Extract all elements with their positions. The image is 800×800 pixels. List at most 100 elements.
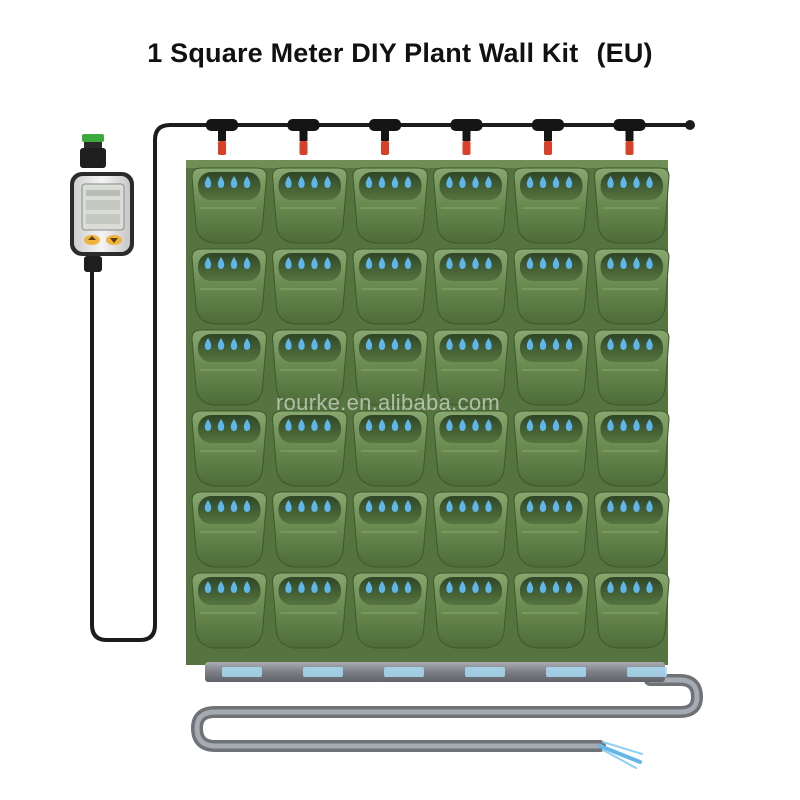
water-drop: [526, 257, 534, 269]
water-drop: [565, 257, 573, 269]
water-drop: [446, 176, 453, 188]
water-drop: [565, 338, 573, 350]
water-drop: [378, 419, 386, 431]
planter-pocket: [191, 491, 268, 568]
water-drop: [472, 176, 479, 188]
water-drop: [404, 176, 412, 188]
end-cap: [685, 120, 695, 130]
dripper: [532, 119, 564, 155]
water-drop: [311, 581, 318, 593]
planter-pocket: [191, 572, 268, 649]
water-drop: [552, 581, 560, 593]
water-drop: [217, 581, 225, 593]
planter-pocket: [432, 491, 509, 568]
dripper: [206, 119, 238, 155]
title-suffix: (EU): [596, 38, 653, 68]
top-drip-line: [206, 119, 646, 155]
water-drop: [446, 500, 453, 512]
planter-pocket: [191, 329, 268, 406]
water-drop: [565, 419, 573, 431]
water-drop: [285, 338, 292, 350]
water-timer: [70, 134, 134, 272]
water-drop: [378, 500, 386, 512]
water-drop: [365, 176, 373, 188]
water-drop: [391, 419, 399, 431]
water-drop: [230, 500, 238, 512]
water-drop: [459, 581, 466, 593]
planter-pocket: [432, 329, 509, 406]
planter-pocket: [271, 248, 348, 325]
water-drop: [539, 419, 547, 431]
water-drop: [365, 257, 373, 269]
water-drop: [472, 419, 479, 431]
water-drop: [526, 500, 534, 512]
water-drop: [243, 419, 251, 431]
planter-pocket: [271, 329, 348, 406]
water-drop: [404, 338, 412, 350]
water-drop: [607, 419, 614, 431]
water-drop: [243, 338, 251, 350]
water-drop: [217, 419, 225, 431]
water-drop: [633, 257, 640, 269]
water-drop: [620, 176, 627, 188]
planter-pocket: [593, 491, 670, 568]
water-drop: [324, 257, 331, 269]
water-drop: [459, 338, 466, 350]
water-drop: [539, 581, 547, 593]
water-drop: [324, 500, 331, 512]
water-drop: [646, 338, 653, 350]
water-drop: [539, 500, 547, 512]
water-drop: [633, 500, 640, 512]
planter-pocket: [432, 248, 509, 325]
water-drop: [217, 338, 225, 350]
water-drop: [391, 338, 399, 350]
planter-pocket: [271, 410, 348, 487]
water-drop: [285, 176, 292, 188]
planter-pocket: [513, 572, 590, 649]
water-drop: [485, 419, 492, 431]
water-drop: [526, 176, 534, 188]
water-drop: [646, 419, 653, 431]
water-drop: [472, 581, 479, 593]
gutter-water-segment: [384, 667, 424, 677]
water-drop: [539, 338, 547, 350]
water-drop: [298, 338, 305, 350]
planter-pocket: [432, 572, 509, 649]
water-drop: [217, 257, 225, 269]
planter-pocket: [432, 167, 509, 244]
water-drop: [539, 176, 547, 188]
water-drop: [391, 176, 399, 188]
planter-pocket: [593, 572, 670, 649]
water-drop: [230, 581, 238, 593]
water-drop: [459, 176, 466, 188]
water-drop: [620, 257, 627, 269]
planter-pocket: [352, 248, 429, 325]
water-drop: [378, 338, 386, 350]
planter-pocket: [352, 410, 429, 487]
planter-pocket: [352, 572, 429, 649]
water-drop: [607, 338, 614, 350]
water-drop: [446, 257, 453, 269]
planter-pocket: [352, 329, 429, 406]
planter-pocket: [513, 248, 590, 325]
water-drop: [552, 176, 560, 188]
water-drop: [485, 257, 492, 269]
water-drop: [365, 581, 373, 593]
water-drop: [311, 338, 318, 350]
water-drop: [459, 257, 466, 269]
water-drop: [365, 500, 373, 512]
dripper: [613, 119, 646, 155]
planter-pocket: [191, 248, 268, 325]
planter-pocket: [513, 167, 590, 244]
water-drop: [404, 581, 412, 593]
water-drop: [230, 257, 238, 269]
water-drop: [298, 581, 305, 593]
water-drop: [324, 176, 331, 188]
water-drop: [552, 338, 560, 350]
water-drop: [620, 500, 627, 512]
water-drop: [243, 176, 251, 188]
water-drop: [620, 581, 627, 593]
water-drop: [485, 500, 492, 512]
water-drop: [285, 581, 292, 593]
